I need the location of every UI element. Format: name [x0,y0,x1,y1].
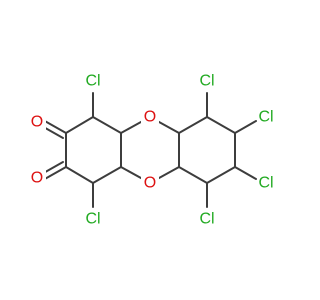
bond-c7-cl [234,166,257,180]
label-bg [28,167,46,189]
label-bg [28,111,46,133]
bond-c3-o-double-a [42,166,67,181]
bond-c1-c2 [65,116,94,134]
bond-c2-o-double-a [42,119,67,134]
oxygen-ketone-c2-label: O [31,114,43,131]
oxygen-ketone-c3-label: O [31,170,43,187]
chlorine-c8-label: Cl [258,109,273,126]
bond-c6-c5a [178,166,208,184]
bond-c4-c4a [92,166,122,184]
bond-c9a-c9 [178,116,208,134]
chlorine-c7-label: Cl [258,175,273,192]
oxygen-ring-top-label: O [144,109,156,126]
chlorine-c4-label: Cl [85,211,100,228]
chlorine-c6-label: Cl [199,211,214,228]
chlorine-c1-label: Cl [85,73,100,90]
atom-labels: Cl Cl Cl Cl Cl Cl O O O O [28,73,274,228]
bond-c9-c8 [206,116,236,134]
bond-c10a-c1 [92,116,122,134]
bond-c3-c4 [65,166,94,184]
chlorine-c9-label: Cl [199,73,214,90]
label-bg [141,172,159,194]
oxygen-ring-bottom-label: O [144,175,156,192]
bond-c7-c6 [206,166,236,184]
label-bg [141,106,159,128]
bond-c8-cl [234,120,257,134]
molecule-structure: Cl Cl Cl Cl Cl Cl O O O O [28,72,274,228]
